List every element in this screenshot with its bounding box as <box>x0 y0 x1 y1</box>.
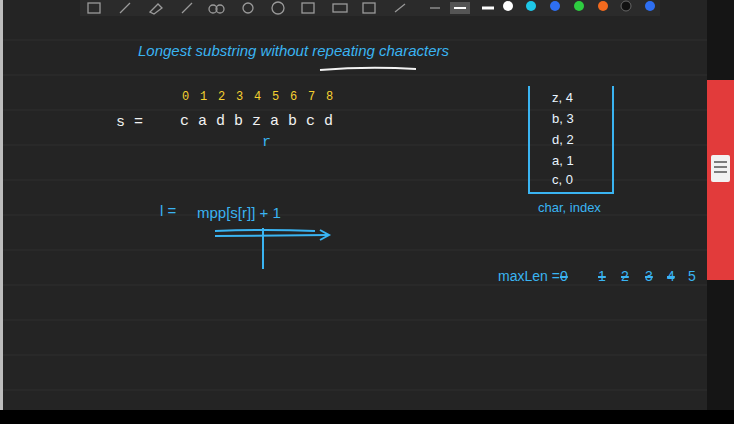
crossed-value: 2 <box>621 268 629 285</box>
index-row: 0 1 2 3 4 5 6 7 8 <box>182 90 335 104</box>
box-caption: char, index <box>538 200 601 216</box>
number-line <box>215 228 329 269</box>
variable-name: maxLen = <box>498 268 560 285</box>
current-value: 5 <box>688 268 696 285</box>
ruled-lines <box>3 40 707 390</box>
left-edge <box>0 0 3 410</box>
title: Longest substring without repeating char… <box>138 42 449 60</box>
stack-entry: c, 0 <box>552 172 573 188</box>
string-value: c a d b z a b c d <box>180 113 333 131</box>
crossed-value: 0 <box>560 268 568 285</box>
stack-entry: z, 4 <box>552 90 573 106</box>
crossed-value: 3 <box>645 268 653 285</box>
formula: mpp[s[r]] + 1 <box>197 204 281 222</box>
variable-name: l = <box>160 202 176 220</box>
webcam-panel <box>707 0 734 410</box>
canvas-ground <box>3 0 707 410</box>
variable-name: s = <box>116 114 143 132</box>
stack-box: z, 4b, 3d, 2a, 1c, 0char, index <box>528 86 614 194</box>
title-underline <box>320 68 416 70</box>
crossed-value: 1 <box>598 268 606 285</box>
stack-entry: b, 3 <box>552 111 574 127</box>
crossed-value: 4 <box>667 268 675 285</box>
toolbar <box>80 0 660 16</box>
pointer-label: r <box>262 134 271 152</box>
stack-entry: a, 1 <box>552 153 574 169</box>
stack-entry: d, 2 <box>552 132 574 148</box>
